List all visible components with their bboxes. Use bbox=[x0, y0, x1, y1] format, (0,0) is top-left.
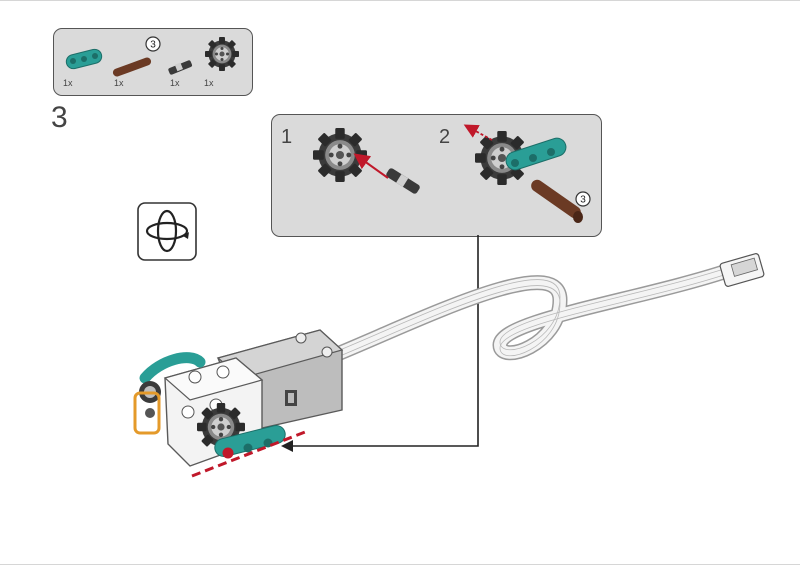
part-brown-axle-pin bbox=[112, 57, 152, 77]
callout-pointer-arrow bbox=[281, 440, 293, 452]
attached-teal-beam bbox=[214, 424, 286, 459]
part-wheel-hub bbox=[205, 37, 239, 71]
part-quantity: 1x bbox=[63, 78, 73, 88]
sub-step-number: 1 bbox=[281, 126, 293, 148]
page-bottom-border bbox=[0, 564, 800, 565]
callout-pointer-line bbox=[288, 235, 479, 447]
part-quantity: 1x bbox=[204, 78, 214, 88]
sub-step-1-hub bbox=[313, 128, 367, 182]
part-quantity: 1x bbox=[114, 78, 124, 88]
sub-step-2-teal-beam bbox=[505, 137, 567, 171]
motor-cable bbox=[327, 262, 738, 363]
orange-highlight bbox=[133, 391, 161, 435]
sub-step-number: 2 bbox=[439, 126, 451, 148]
svg-text:3: 3 bbox=[580, 195, 586, 206]
page-top-border bbox=[0, 0, 800, 1]
length-callout: 3 bbox=[145, 36, 161, 52]
rotate-model-icon bbox=[137, 202, 197, 261]
sub-step-1-connector bbox=[386, 168, 420, 194]
part-axle-connector bbox=[168, 60, 193, 75]
length-callout: 3 bbox=[575, 191, 591, 207]
insert-arrow bbox=[353, 153, 389, 179]
cable-connector bbox=[719, 253, 765, 287]
step-number: 3 bbox=[51, 101, 68, 134]
part-quantity: 1x bbox=[170, 78, 180, 88]
svg-text:3: 3 bbox=[150, 40, 156, 51]
part-teal-beam bbox=[65, 48, 103, 70]
insert-arrow bbox=[463, 124, 493, 141]
motor-axle-hole bbox=[145, 408, 155, 418]
sub-step-2-axle-pin bbox=[531, 179, 583, 223]
axis-guide-line bbox=[191, 430, 306, 478]
